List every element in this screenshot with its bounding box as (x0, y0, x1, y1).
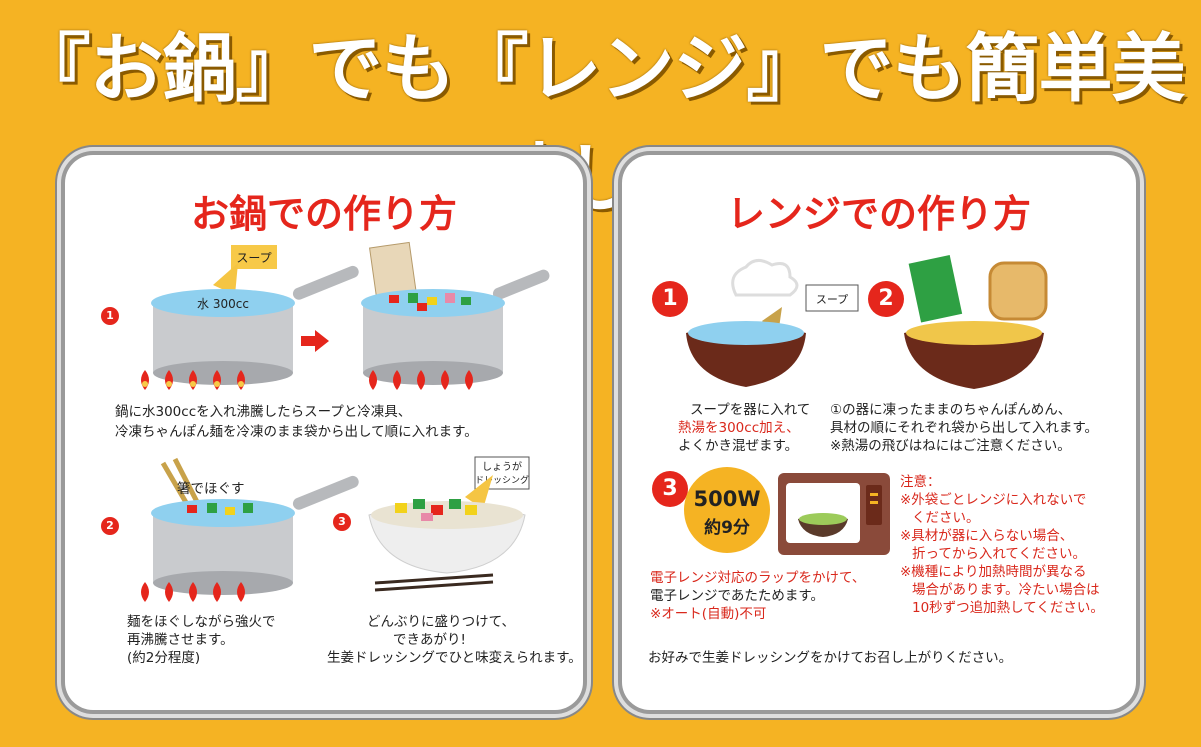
note-3b: 場合があります。冷たい場合は (912, 582, 1100, 598)
nabe-step3-desc-line3: 生姜ドレッシングでひと味変えられます。 (327, 650, 582, 666)
nabe-step2-number: 2 (101, 517, 119, 535)
pot-with-water-icon: スープ 水 300cc (151, 245, 359, 385)
nabe-dressing-label-1: しょうが (482, 460, 522, 473)
nabe-step3-desc-line2: できあがり! (393, 632, 466, 648)
pot-with-ingredients-icon (361, 241, 550, 385)
range-panel: レンジでの作り方 1 スープ スープを器に入れて 熱湯を300cc加え、 よくか… (622, 155, 1136, 710)
range-panel-title: レンジでの作り方 (726, 192, 1031, 236)
note-1b: ください。 (912, 510, 980, 526)
range-step1-desc-line1: スープを器に入れて (690, 402, 811, 418)
nabe-water-label: 水 300cc (197, 297, 249, 311)
fire-icon (369, 370, 473, 390)
nabe-step3-desc-line1: どんぶりに盛りつけて、 (367, 614, 515, 630)
note-2b: 折ってから入れてください。 (912, 546, 1087, 562)
watt-label: 500W (693, 487, 761, 511)
range-step2-number: 2 (868, 281, 904, 317)
range-step1-desc-line3: よくかき混ぜます。 (678, 438, 799, 454)
range-footer: お好みで生姜ドレッシングをかけてお召し上がりください。 (648, 650, 1013, 666)
nabe-step1-number: 1 (101, 307, 119, 325)
nabe-step3-number: 3 (333, 513, 351, 531)
fire-icon (141, 582, 245, 602)
note-1a: ※外袋ごとレンジに入れないで (900, 492, 1087, 508)
bowl-with-noodles-icon (904, 255, 1048, 389)
range-step2-desc-line2: 具材の順にそれぞれ袋から出して入れます。 (830, 420, 1098, 436)
time-label: 約9分 (704, 518, 750, 538)
range-step3-desc-line2: 電子レンジであたためます。 (650, 588, 825, 604)
range-step3-number: 3 (652, 471, 688, 507)
range-step3-desc-line3: ※オート(自動)不可 (650, 606, 767, 622)
nabe-step2-desc-line1: 麺をほぐしながら強火で (127, 614, 276, 630)
nabe-step2-desc-line2: 再沸騰させます。 (127, 632, 234, 648)
note-3c: 10秒ずつ追加熱してください。 (912, 600, 1104, 616)
watt-time-badge: 500W 約9分 (684, 467, 770, 553)
bowl-with-dressing-icon: しょうが ドレッシング (368, 456, 530, 592)
notes-heading: 注意： (900, 474, 941, 490)
bowl-with-hot-water-icon: スープ (686, 259, 859, 387)
range-soup-label: スープ (816, 293, 848, 306)
nabe-soup-label: スープ (236, 251, 271, 265)
nabe-step2-desc-line3: (約2分程度) (127, 650, 201, 666)
note-3a: ※機種により加熱時間が異なる (900, 564, 1087, 580)
fire-icon (141, 370, 245, 390)
nabe-panel: お鍋での作り方 1 スープ 水 300cc (65, 155, 583, 710)
microwave-icon (778, 473, 890, 555)
note-2a: ※具材が器に入らない場合、 (900, 528, 1074, 544)
range-step2-desc-line3: ※熱湯の飛びはねにはご注意ください。 (830, 438, 1071, 454)
headline: 『お鍋』でも『レンジ』でも簡単美味しい (16, 26, 1186, 222)
range-step1-desc-line2: 熱湯を300cc加え、 (678, 420, 800, 436)
nabe-chopsticks-label: 箸でほぐす (177, 481, 245, 497)
pot-with-chopsticks-icon (151, 457, 359, 595)
range-step1-number: 1 (652, 281, 688, 317)
nabe-step1-desc-line1: 鍋に水300ccを入れ沸騰したらスープと冷凍具、 (115, 404, 412, 420)
nabe-step1-desc-line2: 冷凍ちゃんぽん麺を冷凍のまま袋から出して順に入れます。 (115, 424, 478, 440)
range-step2-desc-line1: ①の器に凍ったままのちゃんぽんめん、 (830, 402, 1072, 418)
range-step3-desc-line1: 電子レンジ対応のラップをかけて、 (650, 570, 866, 586)
arrow-right-icon (301, 330, 329, 352)
nabe-panel-title: お鍋での作り方 (190, 192, 457, 236)
